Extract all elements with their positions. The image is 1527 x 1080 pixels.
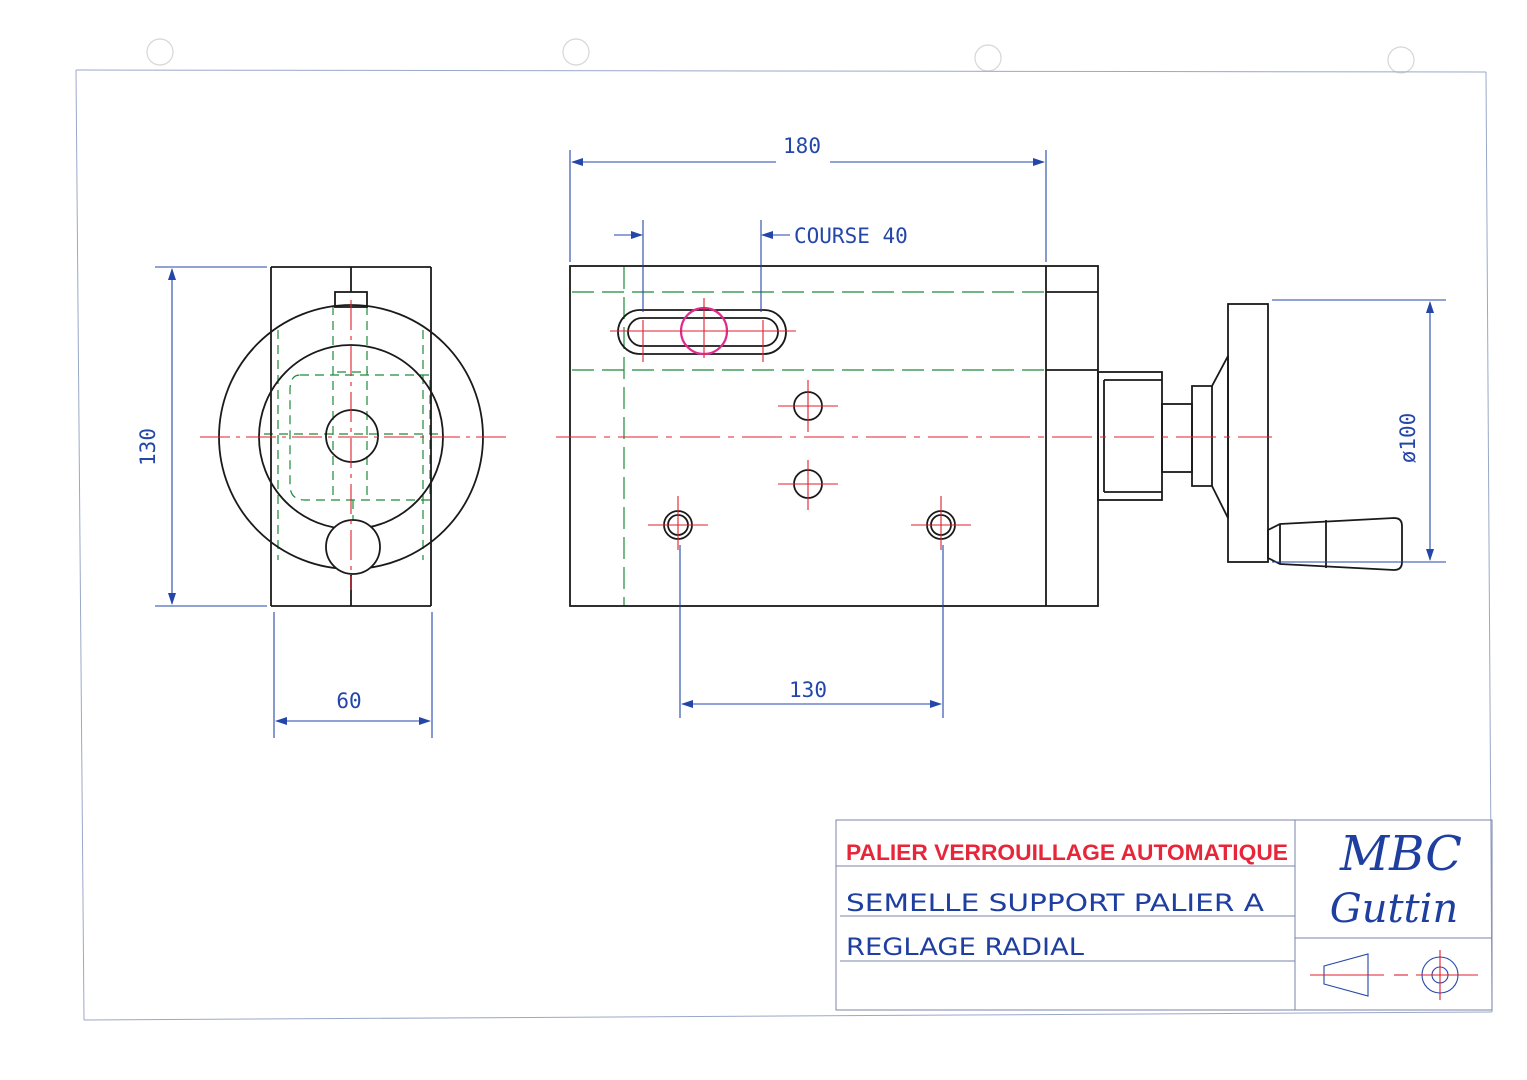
- first-angle-projection-icon: [1310, 950, 1478, 1000]
- company-name-line1: MBC: [1339, 826, 1462, 882]
- end-view: [200, 266, 510, 607]
- drawing-subtitle-line2: REGLAGE RADIAL: [846, 933, 1085, 961]
- punch-holes: [146, 38, 1415, 74]
- dim-overall-length: 180: [783, 134, 821, 158]
- side-view: [556, 265, 1403, 607]
- title-block: PALIER VERROUILLAGE AUTOMATIQUE SEMELLE …: [835, 819, 1493, 1011]
- dim-stroke-label: COURSE 40: [794, 224, 908, 248]
- side-view-centerlines: [556, 298, 1272, 550]
- end-view-centerlines: [200, 300, 510, 590]
- dim-hole-spacing: 130: [789, 678, 827, 702]
- sheet-frame: [75, 69, 1493, 1021]
- dimension-lines: [155, 150, 1446, 738]
- dim-height: 130: [136, 428, 160, 466]
- drawing-title: PALIER VERROUILLAGE AUTOMATIQUE: [846, 840, 1288, 865]
- dim-width: 60: [336, 689, 361, 713]
- company-name-line2: Guttin: [1330, 886, 1458, 932]
- dimension-labels: 180 COURSE 40 130 60 130 ø100: [136, 134, 1420, 713]
- drawing-subtitle-line1: SEMELLE SUPPORT PALIER A: [846, 889, 1265, 917]
- end-view-hidden-lines: [264, 306, 440, 560]
- side-view-outline: [569, 265, 1403, 607]
- dim-handwheel-diameter: ø100: [1396, 413, 1420, 464]
